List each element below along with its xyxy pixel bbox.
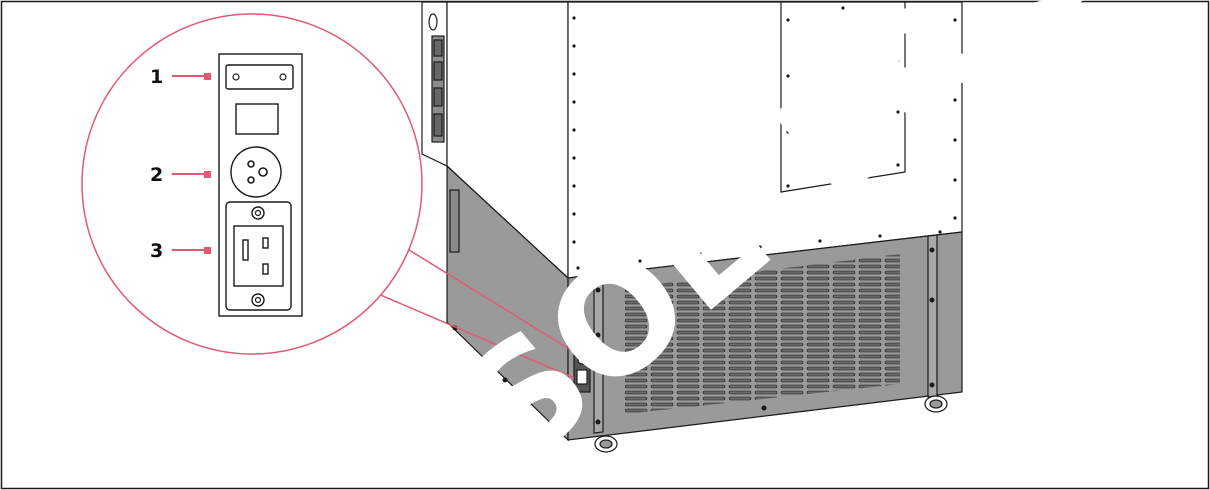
cabinet-upper [421,1,963,280]
door-hinge [431,35,445,143]
callout-number-1: 1 [150,66,163,88]
cabinet-base [446,164,963,442]
fuse-plate [225,64,294,90]
zoom-lines [354,231,575,379]
switch-window [235,103,279,135]
detail-zoom [81,13,423,355]
vent-grille [625,254,900,414]
callout-number-3: 3 [150,240,163,262]
casters [594,395,948,453]
iec-inlet [233,225,284,287]
access-plate [780,1,906,193]
callout-3: 3 [150,240,211,262]
callout-1: 1 [150,66,211,88]
callout-2: 2 [150,164,211,186]
back-screws [572,6,957,270]
callout-number-2: 2 [150,164,163,186]
round-connector [230,146,282,198]
